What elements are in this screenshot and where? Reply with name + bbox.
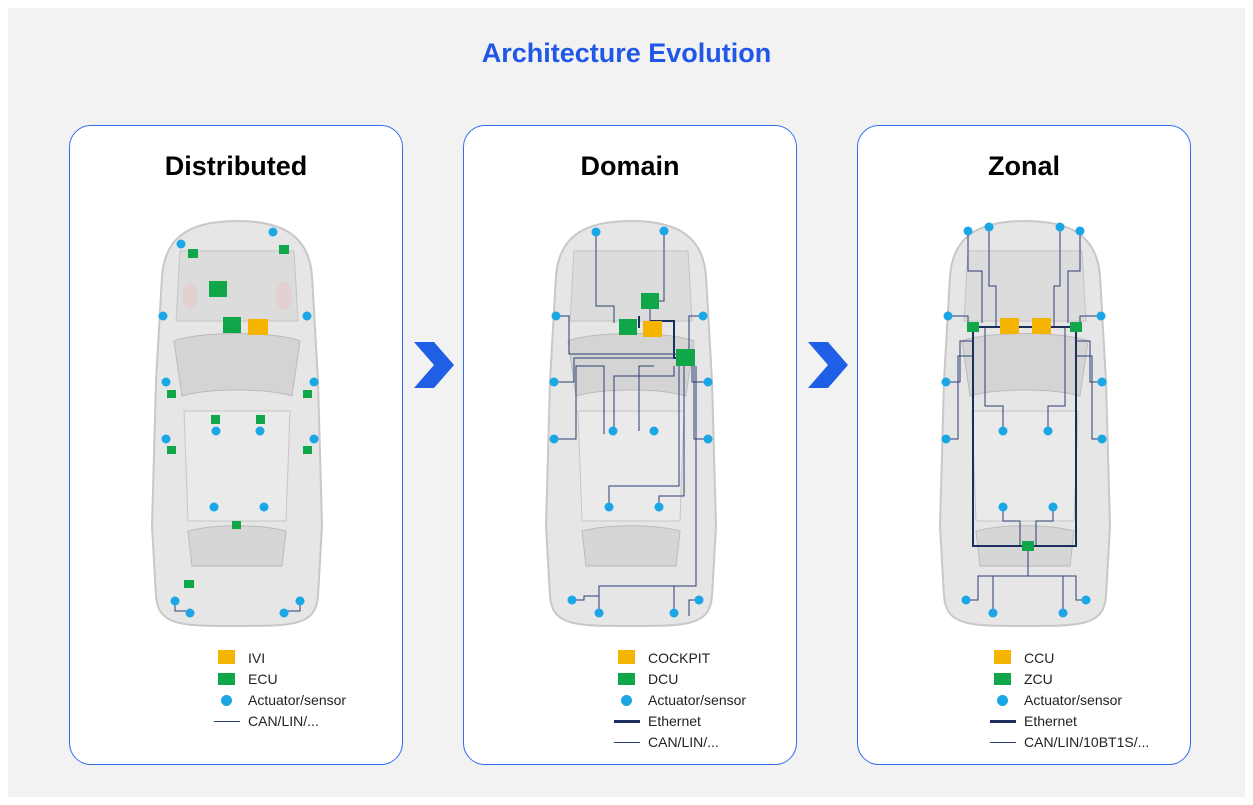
green-square-icon [614, 669, 640, 690]
panel-title: Zonal [988, 151, 1060, 181]
blue-dot-icon [214, 690, 240, 711]
sensors [158, 227, 319, 618]
chevron-right-icon [414, 342, 454, 388]
yellow-square-icon [214, 648, 240, 669]
diagram-title: Architecture Evolution [481, 38, 772, 68]
zcu-units [967, 322, 1082, 551]
green-square-icon [214, 669, 240, 690]
panel-title: Domain [580, 151, 680, 181]
green-square-icon [990, 669, 1016, 690]
panel-distributed: Distributed [69, 125, 403, 765]
can-wires [946, 227, 1102, 613]
blue-dot-icon [614, 690, 640, 711]
can-wires [554, 231, 708, 616]
car-body [938, 219, 1112, 627]
car-body [150, 219, 324, 627]
chevron-right-icon [808, 342, 848, 388]
thin-line-icon [614, 732, 640, 753]
car-body [544, 219, 718, 627]
panel-title: Distributed [164, 151, 308, 181]
ccu-units [1000, 318, 1051, 334]
car-top-view-icon [150, 219, 324, 627]
ecu-units [167, 245, 312, 588]
cockpit-unit [643, 321, 662, 337]
ivi-unit [248, 319, 268, 335]
panel-zonal: Zonal [857, 125, 1191, 765]
dcu-units [619, 293, 695, 366]
thick-line-icon [614, 711, 640, 732]
ethernet-wires [972, 326, 1077, 547]
blue-dot-icon [990, 690, 1016, 711]
sensors [941, 222, 1107, 618]
car-top-view-icon [544, 219, 718, 627]
sensors [549, 226, 713, 618]
thick-line-icon [990, 711, 1016, 732]
thin-line-icon [214, 711, 240, 732]
yellow-square-icon [990, 648, 1016, 669]
panel-domain: Domain [463, 125, 797, 765]
car-top-view-icon [938, 219, 1112, 627]
thin-line-icon [990, 732, 1016, 753]
yellow-square-icon [614, 648, 640, 669]
